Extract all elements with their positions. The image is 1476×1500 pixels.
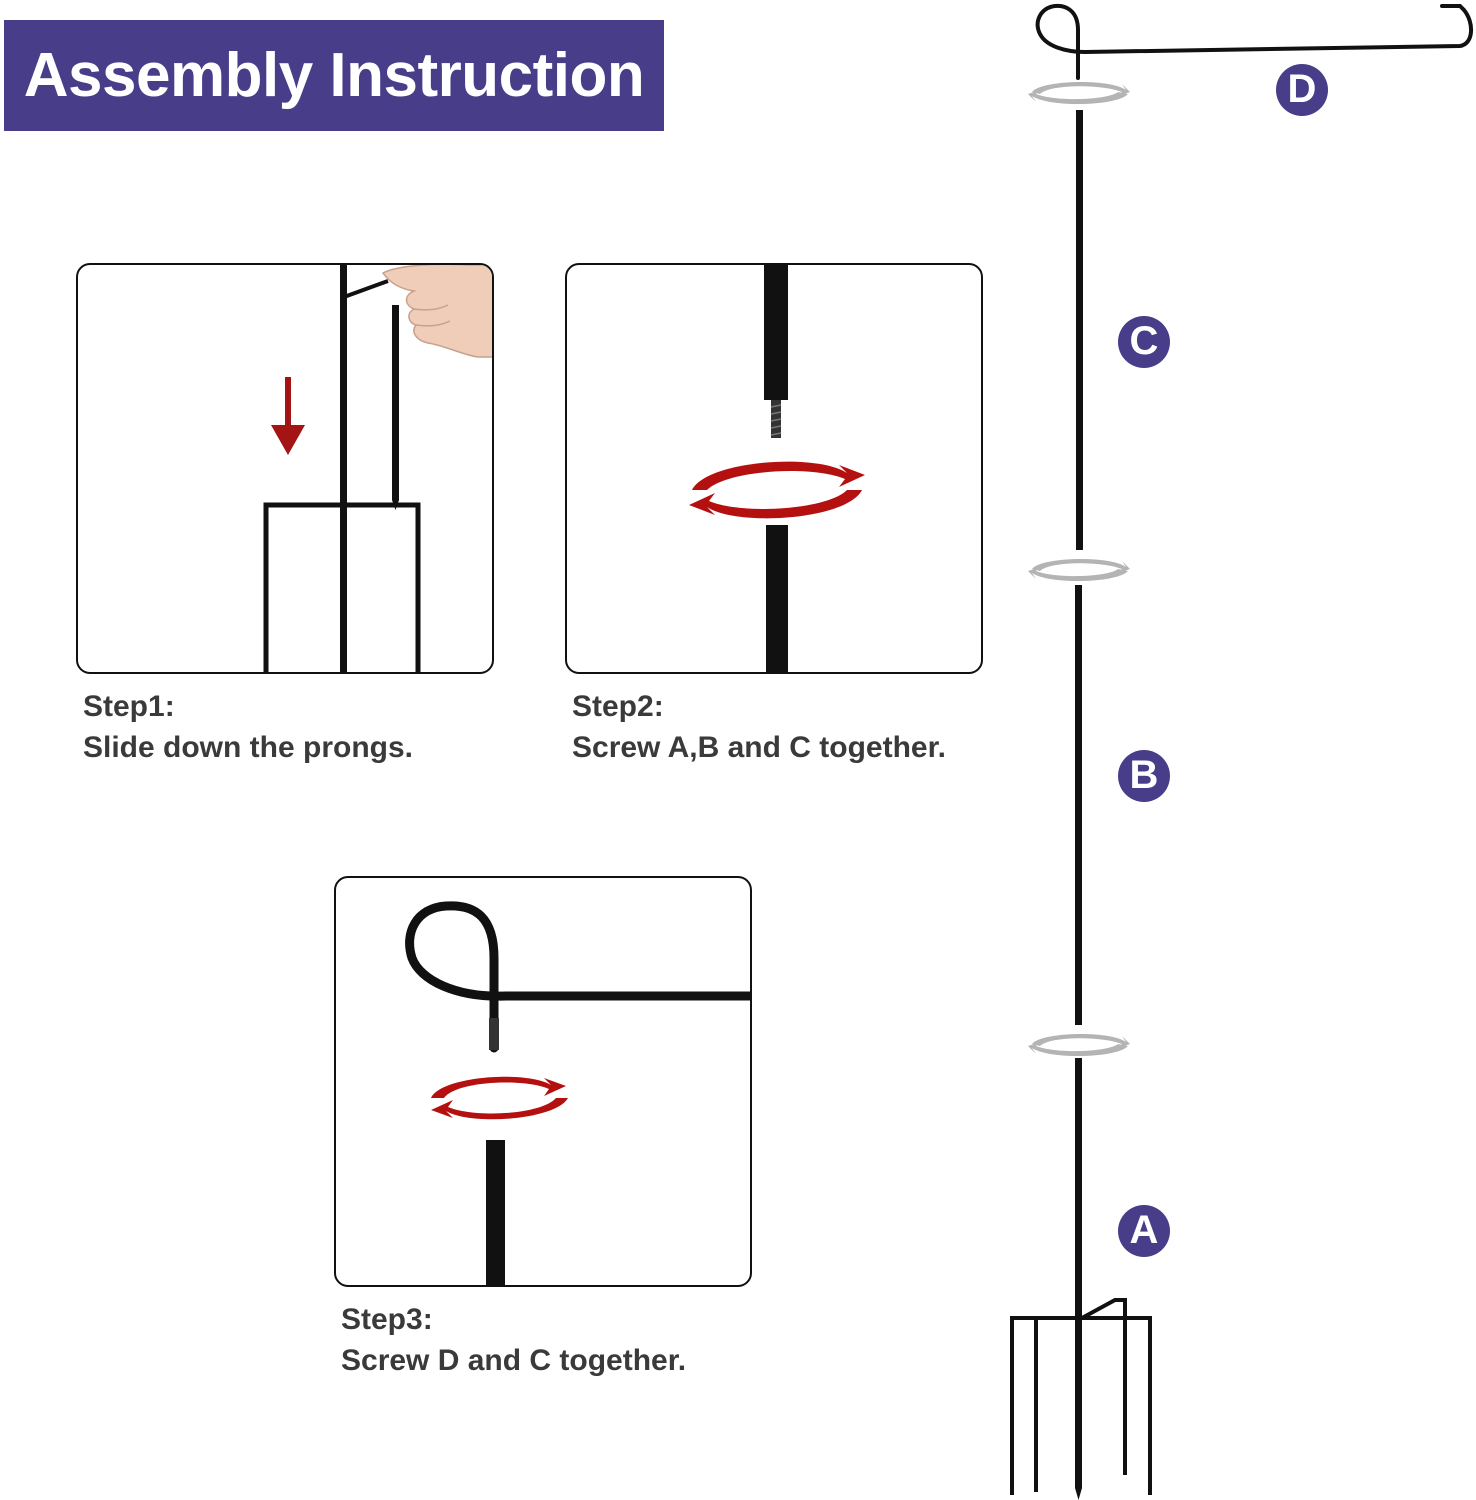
step1-caption: Step1: Slide down the prongs. — [83, 686, 413, 768]
step1-text: Slide down the prongs. — [83, 731, 413, 764]
upper-rod — [764, 265, 788, 400]
step1-heading: Step1: — [83, 690, 175, 723]
prong-frame — [263, 502, 421, 672]
prong-pin — [392, 305, 399, 500]
down-arrow-icon — [271, 377, 305, 455]
rotation-arrow-icon — [689, 461, 865, 519]
pole — [340, 265, 347, 672]
rotation-arrow-icon — [431, 1076, 568, 1120]
flag-hook — [405, 901, 750, 1053]
step3-heading: Step3: — [341, 1303, 433, 1336]
rotation-swirl-icon — [1028, 558, 1130, 582]
part-d-badge: D — [1276, 64, 1328, 116]
lower-rod — [766, 525, 788, 672]
part-b-rod — [1075, 585, 1082, 1025]
step2-heading: Step2: — [572, 690, 664, 723]
hand-icon — [381, 265, 492, 358]
step1-illustration — [76, 263, 494, 674]
step2-caption: Step2: Screw A,B and C together. — [572, 686, 946, 768]
step3-illustration — [334, 876, 752, 1287]
step2-illustration — [565, 263, 983, 674]
part-c-badge: C — [1118, 316, 1170, 368]
step2-text: Screw A,B and C together. — [572, 731, 946, 764]
step3-text: Screw D and C together. — [341, 1344, 687, 1377]
part-a-rod — [1075, 1058, 1082, 1488]
part-d-hook — [1035, 3, 1473, 80]
assembled-stand-diagram — [1010, 3, 1473, 1500]
part-b-badge: B — [1118, 750, 1170, 802]
prong-frame — [1010, 1298, 1152, 1495]
rotation-swirl-icon — [1028, 1033, 1130, 1057]
lower-rod — [486, 1140, 505, 1285]
part-c-rod — [1076, 110, 1083, 550]
title-banner: Assembly Instruction — [4, 20, 664, 131]
step3-caption: Step3: Screw D and C together. — [341, 1299, 686, 1381]
rotation-swirl-icon — [1028, 81, 1130, 105]
part-a-badge: A — [1118, 1205, 1170, 1257]
